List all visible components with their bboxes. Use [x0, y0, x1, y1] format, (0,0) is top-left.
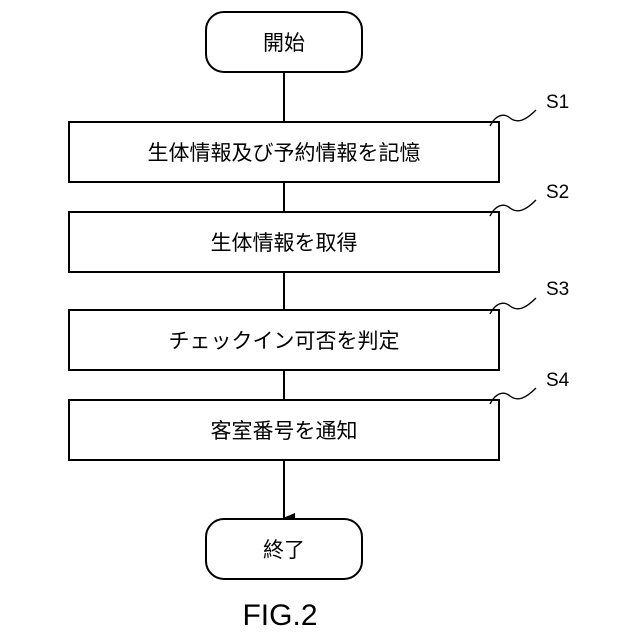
step-s2-id: S2: [546, 182, 569, 203]
step-s3-text: チェックイン可否を判定: [169, 329, 400, 353]
end-label: 終了: [263, 538, 305, 562]
start-label: 開始: [263, 31, 305, 55]
step-s3-id: S3: [546, 279, 569, 300]
figure-caption: FIG.2: [242, 599, 317, 632]
process-step-s1: 生体情報及び予約情報を記憶 S1: [69, 92, 569, 182]
process-step-s2: 生体情報を取得 S2: [69, 182, 569, 272]
process-step-s3: チェックイン可否を判定 S3: [69, 279, 569, 370]
step-s2-text: 生体情報を取得: [211, 231, 358, 255]
step-s1-id: S1: [546, 92, 569, 113]
step-s4-text: 客室番号を通知: [211, 419, 358, 443]
process-step-s4: 客室番号を通知 S4: [69, 370, 570, 460]
start-terminal: 開始: [206, 12, 362, 72]
end-terminal: 終了: [206, 519, 362, 579]
step-s4-id: S4: [546, 370, 570, 391]
step-s1-text: 生体情報及び予約情報を記憶: [148, 141, 421, 165]
